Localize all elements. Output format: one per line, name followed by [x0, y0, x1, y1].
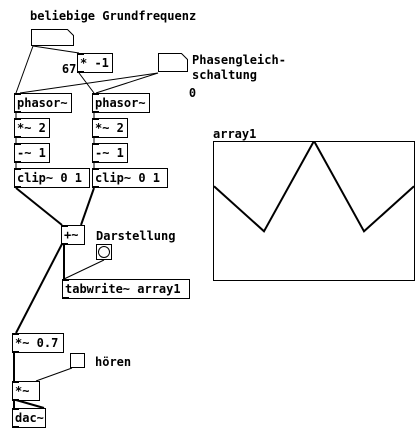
display-bang[interactable]: [96, 244, 112, 260]
cord-phase-phasor-a-right: [19, 72, 159, 94]
phase-comment-line1: Phasengleich-: [192, 53, 286, 67]
mul2-a-object[interactable]: *~ 2: [14, 118, 50, 138]
sub1-a-object[interactable]: -~ 1: [14, 143, 50, 163]
cord-bang-tabwrite: [63, 259, 105, 280]
listen-comment: hören: [95, 355, 132, 369]
sub1-b-object[interactable]: -~ 1: [92, 143, 128, 163]
dac-object[interactable]: dac~: [12, 408, 46, 428]
clip-a-object[interactable]: clip~ 0 1: [14, 168, 90, 188]
number-box-outline: [31, 29, 74, 46]
cord-toggle-mulgate: [35, 367, 73, 382]
phasor-a-object[interactable]: phasor~: [14, 93, 72, 113]
phase-value: 0: [188, 86, 197, 100]
array-label: array1: [213, 127, 257, 141]
number-box-outline: [158, 53, 188, 72]
array1-waveform: [213, 141, 415, 233]
listen-toggle[interactable]: [70, 353, 85, 368]
title-comment: beliebige Grundfrequenz: [30, 9, 197, 23]
array1-frame: [213, 141, 415, 281]
mul2-b-object[interactable]: *~ 2: [92, 118, 128, 138]
display-comment: Darstellung: [96, 229, 176, 243]
cord-add-mul07: [15, 243, 63, 334]
frequency-number-box[interactable]: 670: [31, 29, 84, 76]
bang-circle-icon: [98, 246, 110, 258]
clip-b-object[interactable]: clip~ 0 1: [92, 168, 168, 188]
cord-mulgate-dac-right: [15, 399, 45, 409]
cord-freq-phasor-a: [15, 45, 34, 94]
cord-clip-a-add: [15, 187, 63, 226]
add-object[interactable]: +~: [61, 225, 85, 245]
cord-clip-b-add: [80, 187, 95, 226]
phasor-b-object[interactable]: phasor~: [92, 93, 150, 113]
cord-phase-phasor-b-right: [95, 72, 159, 94]
mul-gate-object[interactable]: *~: [12, 381, 40, 401]
mul07-object[interactable]: *~ 0.7: [12, 333, 64, 353]
cord-freq-mul-neg1: [32, 45, 80, 54]
array1-graph[interactable]: [213, 141, 415, 281]
tabwrite-object[interactable]: tabwrite~ array1: [62, 279, 190, 299]
phase-number-box[interactable]: 0: [158, 53, 196, 100]
phase-comment-line2: schaltung: [192, 68, 258, 82]
mul-neg1-object[interactable]: * -1: [77, 53, 113, 73]
